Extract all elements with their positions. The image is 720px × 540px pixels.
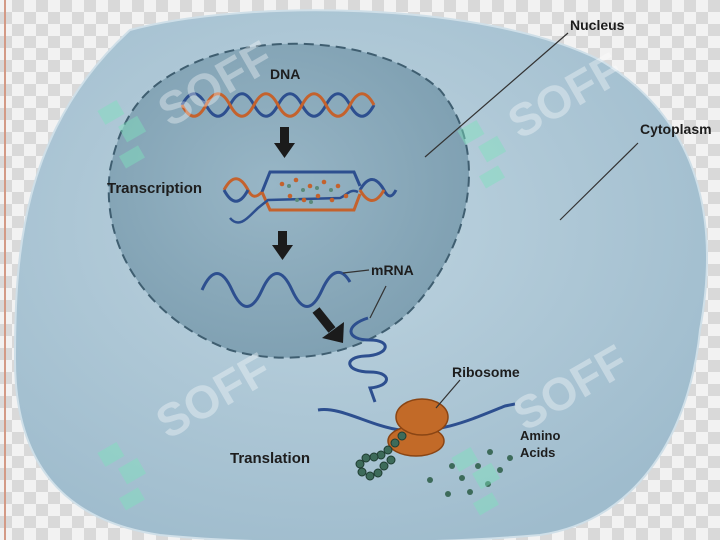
mrna-coil	[348, 316, 388, 403]
nucleus	[107, 42, 470, 359]
mrna-coil-leader-line	[369, 285, 387, 319]
dna-double-helix	[180, 92, 376, 118]
watermark-logo	[97, 100, 507, 516]
mrna-strand	[200, 271, 352, 308]
arrow-down-icon	[274, 127, 295, 158]
translation-label: Translation	[230, 450, 310, 467]
nucleus-leader-line	[424, 32, 569, 158]
dna-label: DNA	[270, 66, 300, 82]
ribosome-label: Ribosome	[452, 364, 520, 380]
free-amino-acids	[427, 449, 513, 497]
transcription-label: Transcription	[107, 180, 202, 197]
cytoplasm-leader-line	[559, 142, 639, 221]
transcription-bubble	[222, 170, 398, 224]
mrna-label: mRNA	[371, 262, 414, 278]
arrow-diagonal-icon	[312, 307, 344, 343]
arrow-down-icon	[272, 231, 293, 260]
amino-label-line1: Amino	[520, 428, 561, 443]
polypeptide-chain	[355, 431, 407, 481]
amino-label-line2: Acids	[520, 445, 555, 460]
cytoplasm-label: Cytoplasm	[640, 121, 712, 137]
mrna-leader-line	[342, 269, 370, 274]
left-edge-line	[4, 0, 6, 540]
nucleus-label: Nucleus	[570, 17, 625, 33]
ribosome-leader-line	[435, 379, 461, 409]
